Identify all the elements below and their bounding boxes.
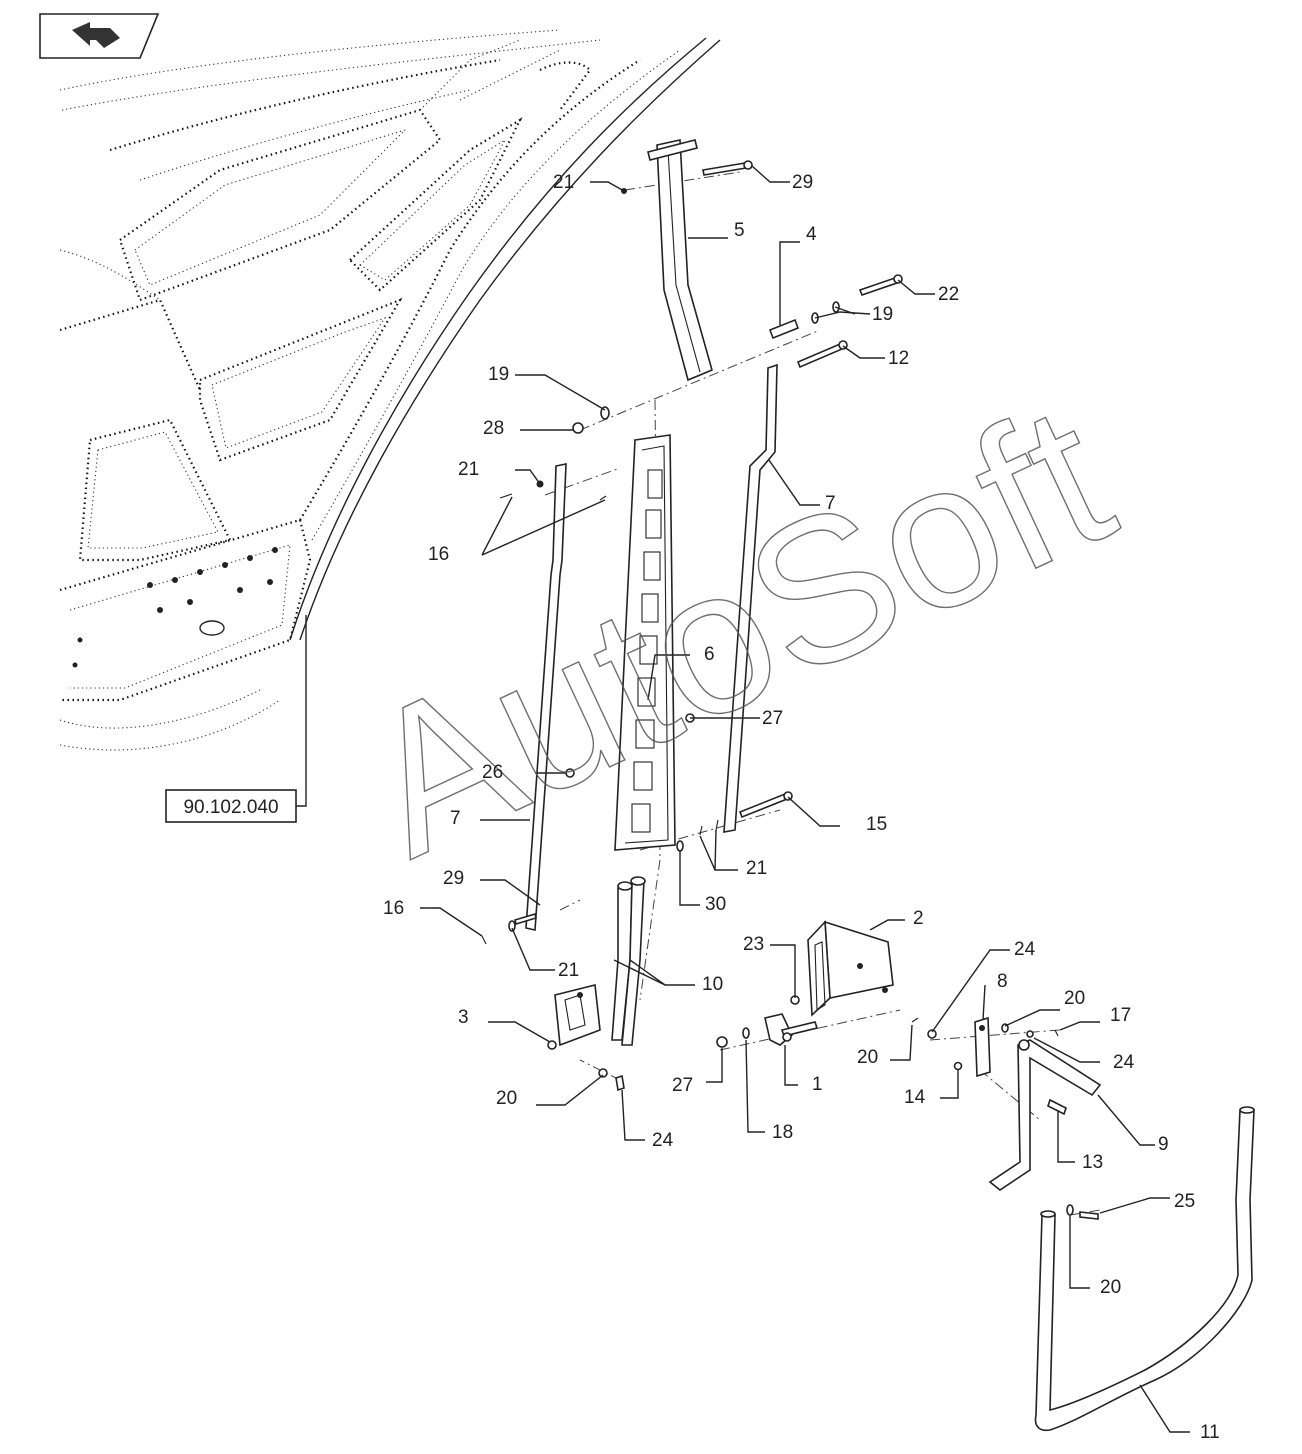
callout-27-lower[interactable]: 27 [672,1075,693,1096]
part-3-bracket [547,984,601,1050]
callout-25[interactable]: 25 [1174,1191,1195,1212]
callout-21-left[interactable]: 21 [458,459,479,480]
callout-12[interactable]: 12 [888,348,909,369]
leader-lines [420,165,1190,1433]
callout-20-bottom[interactable]: 20 [1100,1277,1121,1298]
callout-21[interactable]: 21 [553,172,574,193]
part-16-clips [499,493,607,501]
part-5-upper-strut [647,139,713,382]
callout-16-lower[interactable]: 16 [383,898,404,919]
callout-23[interactable]: 23 [743,934,764,955]
part-12-pin [796,340,848,369]
part-29-bolt [702,160,753,176]
reference-label: 90.102.040 [183,797,278,818]
part-24-screw [615,1074,625,1092]
part-19-washer [600,406,610,420]
callout-14[interactable]: 14 [904,1087,926,1108]
callout-11[interactable]: 11 [1200,1422,1220,1443]
part-1-pivot [764,1013,819,1046]
callout-4[interactable]: 4 [806,224,817,245]
callout-29-lower[interactable]: 29 [443,868,464,889]
part-20-clip [911,1017,919,1023]
part-27-nut-lower [716,1036,728,1048]
callout-17[interactable]: 17 [1110,1005,1131,1026]
back-button[interactable] [39,13,160,59]
callout-26[interactable]: 26 [482,762,503,783]
return-arrow-icon [72,22,120,48]
callout-20-mid[interactable]: 20 [857,1047,878,1068]
part-20-24-17-small [1001,1023,1059,1038]
cab-frame-context [59,29,721,751]
callout-24[interactable]: 24 [1014,939,1036,960]
part-4-spacer [768,318,800,340]
part-28-nut [572,422,584,434]
callout-27[interactable]: 27 [762,708,783,729]
part-9-handle [988,1039,1102,1191]
part-29-16-21-lower [481,912,537,945]
callout-20-left[interactable]: 20 [496,1088,517,1109]
part-14-screw [953,1061,963,1071]
callout-5[interactable]: 5 [734,220,745,241]
callout-3[interactable]: 3 [458,1007,469,1028]
callout-18[interactable]: 18 [772,1122,793,1143]
callout-layer: 21 29 5 4 22 19 12 19 28 21 7 16 6 27 26… [383,172,1220,1443]
callout-2[interactable]: 2 [913,908,924,929]
callout-7-right[interactable]: 7 [825,493,836,514]
callout-13[interactable]: 13 [1082,1152,1103,1173]
callout-21-bottom[interactable]: 21 [558,960,579,981]
callout-28[interactable]: 28 [483,418,504,439]
part-8-plate [974,1016,991,1078]
reference-link[interactable]: 90.102.040 [165,789,297,823]
callout-21-lower[interactable]: 21 [746,858,767,879]
callout-19-left[interactable]: 19 [488,364,509,385]
part-11-grab-handle [1034,1106,1255,1432]
callout-10[interactable]: 10 [702,974,723,995]
part-7-left-rail [525,463,567,931]
part-7-right-rail [723,363,778,833]
part-24-screw-r [927,1029,937,1039]
part-25-20-pin [1066,1204,1099,1220]
part-6-ladder [614,434,676,851]
part-22-bolt [858,274,903,297]
part-13-spring [1047,1098,1067,1116]
callout-9[interactable]: 9 [1158,1134,1169,1155]
callout-6[interactable]: 6 [704,644,715,665]
callout-19[interactable]: 19 [872,304,893,325]
part-20-washer [598,1068,608,1078]
callout-7-left[interactable]: 7 [450,808,461,829]
callout-8[interactable]: 8 [997,971,1008,992]
callout-30[interactable]: 30 [705,894,726,915]
part-18-washer [742,1027,750,1039]
callout-1[interactable]: 1 [812,1074,823,1095]
callout-24-right[interactable]: 24 [1113,1052,1135,1073]
part-15-pin [738,791,793,819]
callout-24-left[interactable]: 24 [652,1130,674,1151]
callout-22[interactable]: 22 [938,284,959,305]
callout-16[interactable]: 16 [428,544,449,565]
callout-15[interactable]: 15 [866,814,887,835]
callout-20[interactable]: 20 [1064,988,1085,1009]
part-2-latch-box [790,920,894,1017]
part-21-30-clips [676,819,719,852]
callout-29[interactable]: 29 [792,172,813,193]
